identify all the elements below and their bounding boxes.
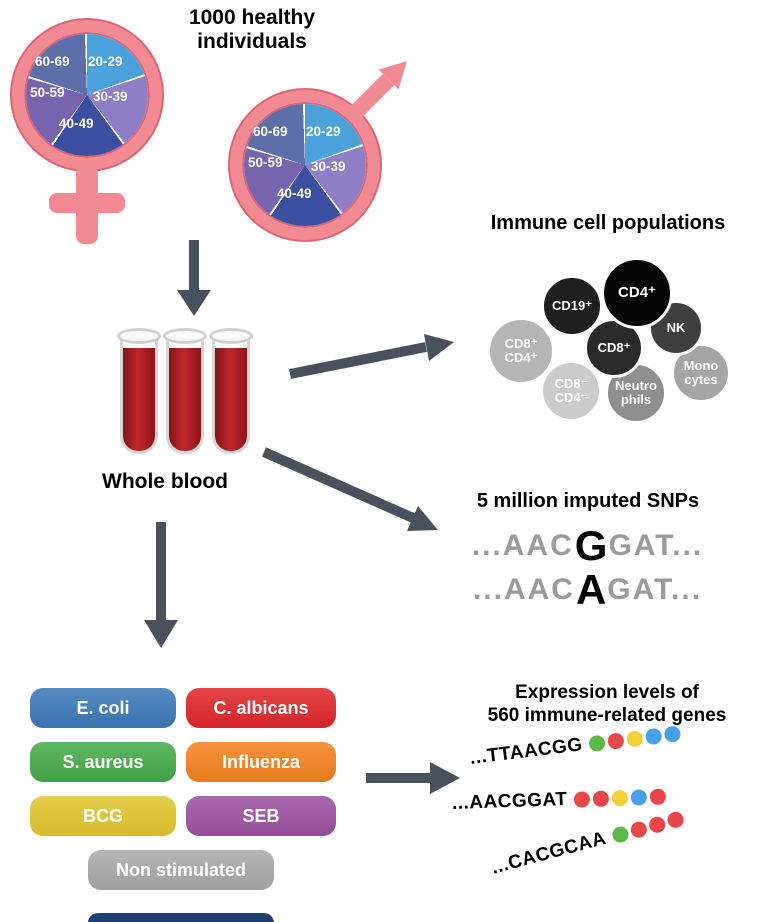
cell-cd8neg-cd4neg: CD8⁻ CD4⁻ [540, 360, 602, 422]
arrow-individuals-to-blood [177, 240, 211, 316]
age-label-20-29: 20-29 [306, 124, 341, 139]
expression-dot [612, 789, 629, 807]
stimulus-s-aureus: S. aureus [30, 742, 176, 782]
age-label-30-39: 30-39 [311, 159, 346, 174]
age-label-40-49: 40-49 [277, 186, 312, 201]
cropped-button-partial [88, 913, 274, 922]
blood-tube [209, 328, 253, 454]
arrow-stimuli-to-expression [366, 762, 460, 794]
expression-title-line1: Expression levels of [515, 682, 699, 703]
arrow-head [177, 290, 211, 316]
expression-dot [607, 732, 626, 750]
arrow-blood-to-stimuli [144, 522, 178, 648]
age-label-60-69: 60-69 [35, 54, 70, 69]
snp-variant-allele: G [574, 522, 608, 569]
arrow-head [407, 506, 438, 531]
expression-dot [626, 729, 645, 748]
expression-dot [647, 814, 667, 835]
age-label-30-39: 30-39 [93, 89, 128, 104]
female-symbol: 60-69 20-29 50-59 30-39 40-49 [12, 20, 162, 170]
stimulus-influenza: Influenza [186, 742, 336, 782]
snp-variant-allele: A [575, 566, 607, 613]
age-label-20-29: 20-29 [88, 54, 123, 69]
tube-rim [209, 328, 253, 344]
stimulus-bcg: BCG [30, 796, 176, 836]
tube-blood [169, 348, 201, 451]
male-arrow-shaft [350, 73, 395, 118]
blood-tube [163, 328, 207, 454]
arrow-blood-to-snps [261, 447, 438, 531]
snp-seq-prefix: ...AAC [472, 573, 575, 606]
tube-glass [212, 338, 250, 454]
gene-sequence-row: ...CACGCAA [489, 807, 686, 879]
figure-title-line2: individuals [197, 30, 307, 54]
female-symbol-cross-horizontal [49, 193, 125, 213]
gene-sequence-row: ...AACGGAT [452, 786, 667, 815]
tube-rim [163, 328, 207, 344]
tube-glass [166, 338, 204, 454]
male-age-pie-chart: 60-69 20-29 50-59 30-39 40-49 [244, 104, 366, 226]
snp-seq-suffix: GAT... [608, 529, 704, 562]
gene-sequence-text: ...AACGGAT [451, 788, 568, 814]
arrow-shaft [289, 342, 427, 379]
stimulus-seb: SEB [186, 796, 336, 836]
expression-dot [593, 790, 610, 808]
stimulus-e-coli: E. coli [30, 688, 176, 728]
snp-seq-suffix: GAT... [607, 573, 703, 606]
age-label-60-69: 60-69 [253, 124, 288, 139]
stimulus-non-stimulated: Non stimulated [88, 850, 274, 890]
age-label-50-59: 50-59 [248, 155, 283, 170]
tube-glass [120, 338, 158, 454]
expression-dot [665, 810, 686, 830]
expression-dot [610, 824, 631, 845]
expression-title: Expression levels of 560 immune-related … [448, 682, 766, 728]
expression-dot [631, 789, 648, 806]
cell-cd8: CD8⁺ [584, 318, 644, 378]
cell-cd4: CD4⁺ [601, 257, 673, 329]
expression-dot [574, 791, 591, 808]
arrow-head [144, 620, 178, 648]
arrow-head [430, 762, 460, 794]
blood-tube [117, 328, 161, 454]
snp-seq-prefix: ...AAC [471, 529, 574, 562]
expression-dot [650, 788, 667, 806]
tube-blood [215, 348, 247, 451]
immune-cells-title: Immune cell populations [490, 212, 726, 234]
stimulus-c-albicans: C. albicans [186, 688, 336, 728]
figure-title-line1: 1000 healthy [188, 6, 316, 29]
figure-title: 1000 healthy individuals [157, 6, 347, 54]
tube-blood [123, 348, 155, 451]
gene-sequence-text: ...CACGCAA [489, 827, 609, 879]
tube-rim [117, 328, 161, 344]
age-label-40-49: 40-49 [59, 116, 94, 131]
age-label-50-59: 50-59 [30, 85, 65, 100]
expression-dot [663, 725, 682, 744]
arrow-shaft [261, 447, 416, 523]
gene-sequence-text: ...TTAACGG [468, 734, 584, 769]
immune-cells-cluster: CD8⁺ CD4⁺ CD8⁻ CD4⁻ Mono cytes Neutro ph… [472, 250, 752, 440]
male-symbol-arrow [346, 51, 417, 122]
expression-dot [588, 734, 607, 753]
whole-blood-label: Whole blood [102, 470, 228, 493]
expression-title-line2: 560 immune-related genes [487, 704, 727, 726]
expression-dot [628, 819, 649, 840]
female-age-pie-chart: 60-69 20-29 50-59 30-39 40-49 [26, 34, 148, 156]
arrow-head [424, 334, 454, 361]
snps-title: 5 million imputed SNPs [476, 490, 700, 512]
expression-dot [645, 727, 663, 746]
gene-sequence-row: ...TTAACGG [469, 722, 682, 770]
arrow-blood-to-cells [289, 334, 454, 379]
cell-neutrophils: Neutro phils [605, 362, 667, 424]
cell-cd8pos-cd4pos: CD8⁺ CD4⁺ [487, 317, 555, 385]
